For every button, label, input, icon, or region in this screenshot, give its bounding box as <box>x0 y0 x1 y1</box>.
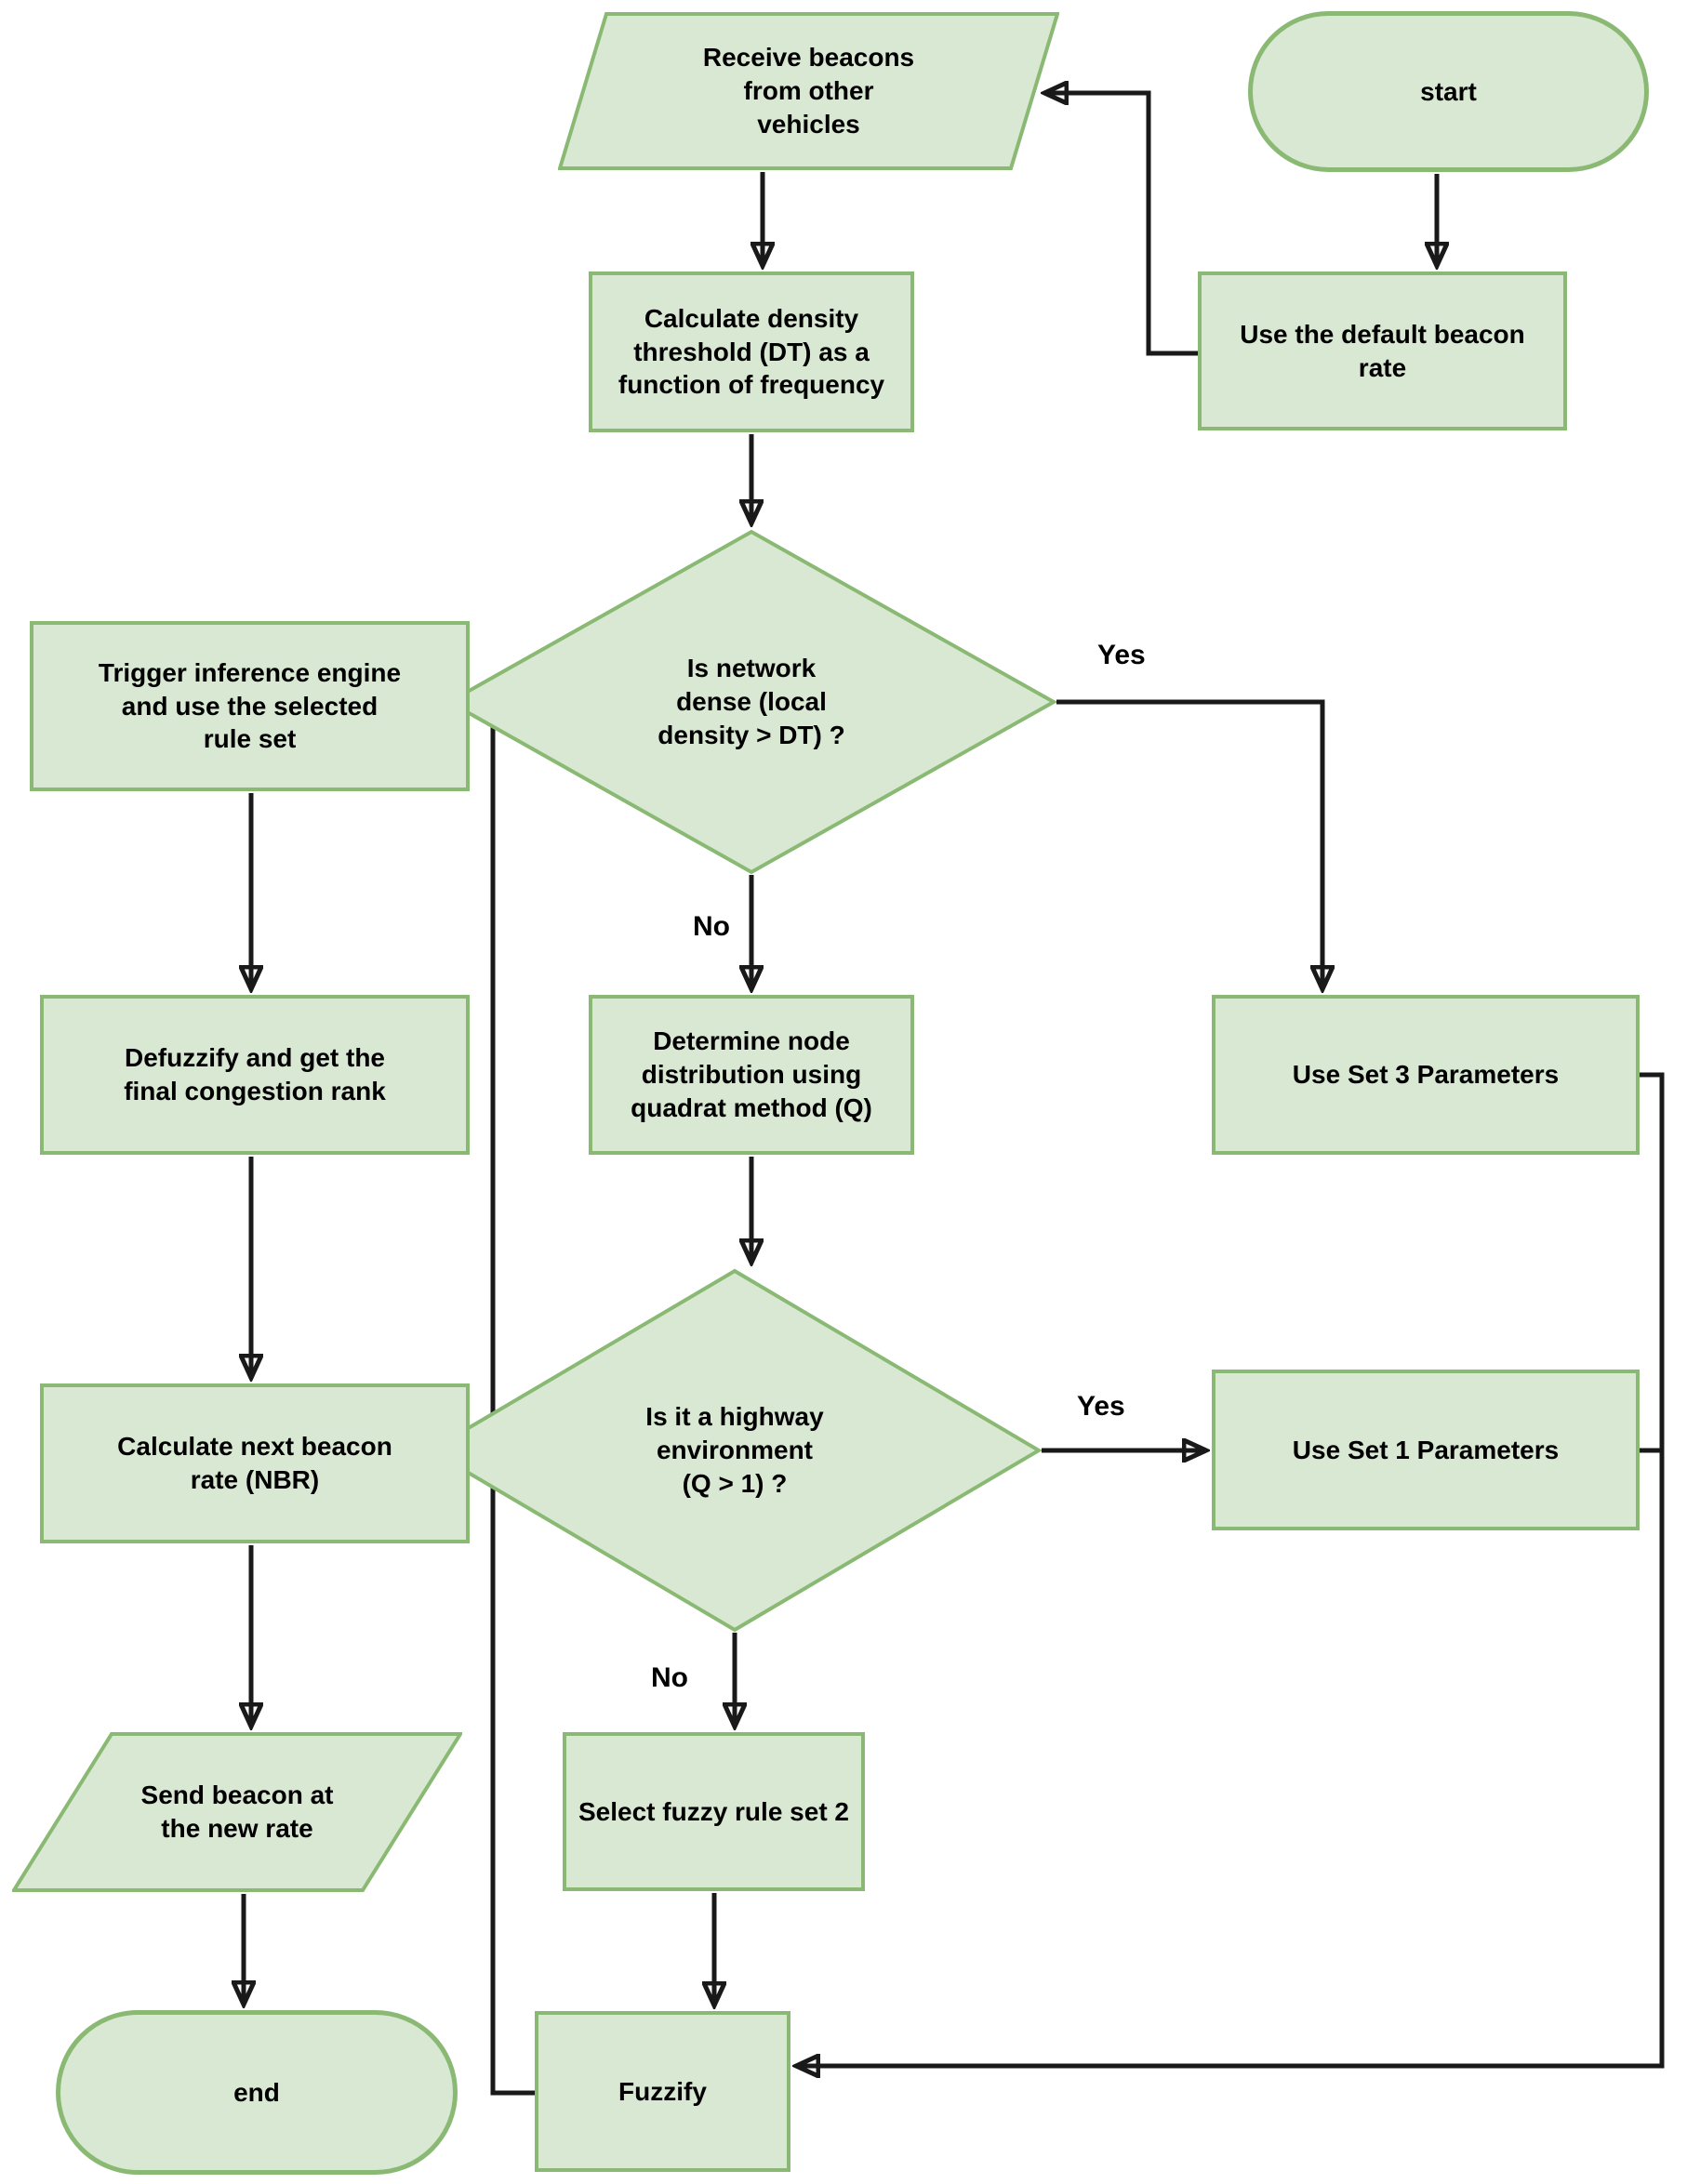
node-fuzzify-label: Fuzzify <box>618 2076 707 2106</box>
edge-label-highway-no: No <box>651 1662 688 1693</box>
node-default-beacon-rate: Use the default beacon rate <box>1198 271 1567 430</box>
edge-label-dense-no: No <box>693 911 730 942</box>
node-receive-beacons-label: Receive beacons from other vehicles <box>702 43 915 139</box>
node-select-fuzzy-rule-set2: Select fuzzy rule set 2 <box>563 1732 865 1891</box>
edge-dense-yes-to-set3 <box>1056 699 1322 987</box>
node-fuzzify: Fuzzify <box>535 2011 790 2172</box>
diamond-shape <box>428 1268 1042 1633</box>
node-is-network-dense: Is network dense (local density > DT) ? <box>446 529 1056 875</box>
node-start-label: start <box>1420 76 1477 106</box>
node-use-set1-parameters-label: Use Set 1 Parameters <box>1292 1435 1560 1464</box>
node-is-highway-environment-label: Is it a highway environment (Q > 1) ? <box>645 1402 824 1498</box>
node-determine-node-distribution: Determine node distribution using quadra… <box>589 995 914 1155</box>
node-defuzzify-label: Defuzzify and get the final congestion r… <box>124 1043 386 1105</box>
node-send-beacon-label: Send beacon at the new rate <box>140 1780 334 1843</box>
parallelogram-shape <box>558 12 1059 170</box>
node-determine-node-distribution-label: Determine node distribution using quadra… <box>631 1026 872 1122</box>
diamond-shape <box>446 529 1056 875</box>
node-end-label: end <box>233 2077 280 2107</box>
node-defuzzify: Defuzzify and get the final congestion r… <box>40 995 470 1155</box>
node-is-network-dense-label: Is network dense (local density > DT) ? <box>658 654 845 749</box>
node-calc-next-beacon-rate: Calculate next beacon rate (NBR) <box>40 1383 470 1543</box>
node-end: end <box>56 2010 458 2175</box>
edge-default-rate-to-receive <box>1046 93 1198 356</box>
node-start: start <box>1248 11 1649 172</box>
node-receive-beacons: Receive beacons from other vehicles <box>558 12 1059 170</box>
node-calc-density-threshold: Calculate density threshold (DT) as a fu… <box>589 271 914 432</box>
edge-label-highway-yes: Yes <box>1077 1391 1125 1422</box>
node-calc-next-beacon-rate-label: Calculate next beacon rate (NBR) <box>117 1432 392 1494</box>
node-use-set1-parameters: Use Set 1 Parameters <box>1212 1370 1640 1530</box>
edge-set3-to-fuzzify <box>798 1072 1665 2066</box>
node-is-highway-environment: Is it a highway environment (Q > 1) ? <box>428 1268 1042 1633</box>
node-calc-density-threshold-label: Calculate density threshold (DT) as a fu… <box>618 303 885 400</box>
node-use-set3-parameters-label: Use Set 3 Parameters <box>1292 1060 1560 1090</box>
parallelogram-shape <box>12 1732 462 1892</box>
node-trigger-inference-engine: Trigger inference engine and use the sel… <box>30 621 470 791</box>
node-select-fuzzy-rule-set2-label: Select fuzzy rule set 2 <box>578 1796 849 1826</box>
node-send-beacon: Send beacon at the new rate <box>12 1732 462 1892</box>
node-trigger-inference-engine-label: Trigger inference engine and use the sel… <box>98 657 402 754</box>
edge-label-dense-yes: Yes <box>1097 640 1146 670</box>
node-default-beacon-rate-label: Use the default beacon rate <box>1240 319 1525 382</box>
node-use-set3-parameters: Use Set 3 Parameters <box>1212 995 1640 1155</box>
